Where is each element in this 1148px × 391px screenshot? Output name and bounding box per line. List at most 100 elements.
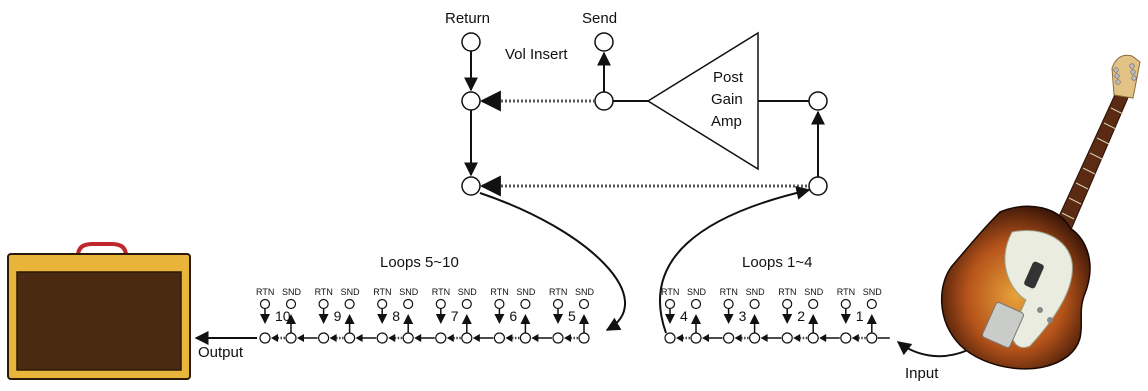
curve-to-loop5 xyxy=(479,192,627,331)
loop-2-send-jack[interactable] xyxy=(808,298,819,310)
loop-5-send-node xyxy=(578,332,590,344)
loop-10-bypass-arrow xyxy=(271,334,278,342)
loop-1-snd-label: SND xyxy=(863,287,883,297)
loop-10-return-jack[interactable] xyxy=(259,298,271,310)
loop-3-send-node xyxy=(748,332,761,344)
loop-6-send-jack[interactable] xyxy=(520,298,531,310)
loops-1-4-label: Loops 1~4 xyxy=(742,254,812,271)
loop-9-send-arrow xyxy=(344,314,355,324)
insert-return-node xyxy=(461,91,481,111)
amplifier-icon xyxy=(7,242,191,380)
loop-10-send-jack[interactable] xyxy=(285,298,297,310)
loop-4-return-jack[interactable] xyxy=(664,298,676,310)
vol-insert-section: Return Send Vol Insert Post Gain Amp xyxy=(445,10,828,197)
loop-6-return-arrow xyxy=(494,314,505,324)
loop-4-link-arrow xyxy=(702,334,709,342)
loop-3-send-jack[interactable] xyxy=(749,298,760,310)
loop-3-return-jack[interactable] xyxy=(723,298,734,310)
return-label: Return xyxy=(445,10,490,27)
loop-1-send-jack[interactable] xyxy=(866,298,877,310)
loop-6-rtn-label: RTN xyxy=(490,287,508,297)
loop-7-return-node xyxy=(435,332,447,344)
loop-9-number: 9 xyxy=(334,308,342,324)
loop-2-rtn-label: RTN xyxy=(778,287,796,297)
loop-7-return-jack[interactable] xyxy=(435,298,446,310)
loop-5-snd-label: SND xyxy=(575,287,595,297)
loop-1-return-node xyxy=(840,332,852,344)
loop-5-bypass-arrow xyxy=(564,334,571,342)
loop-5-return-jack[interactable] xyxy=(552,298,564,310)
loop-2-send-node xyxy=(807,332,819,344)
loop-9-return-jack[interactable] xyxy=(318,298,329,310)
loop-9-send-jack[interactable] xyxy=(344,298,355,310)
input-curve-arrow xyxy=(896,341,969,358)
loop-7-rtn-label: RTN xyxy=(432,287,450,297)
insert-bottom-right-node xyxy=(808,176,828,196)
loop-1-return-jack[interactable] xyxy=(840,298,851,310)
loop-10-return-arrow xyxy=(260,314,270,324)
send-jack[interactable] xyxy=(594,32,614,52)
loop-3-bypass-arrow xyxy=(734,334,742,342)
loop-2-send-arrow xyxy=(808,314,819,324)
loop-9-link-arrow xyxy=(355,334,363,342)
vol-insert-label: Vol Insert xyxy=(505,46,568,63)
loop-5-return-node xyxy=(552,332,564,344)
loop-unit-6: RTN 6 SND xyxy=(490,287,552,344)
input-label: Input xyxy=(905,365,939,382)
loop-7-bypass-arrow xyxy=(446,334,454,342)
loop-10-number: 10 xyxy=(275,308,291,324)
loop-8-rtn-label: RTN xyxy=(373,287,391,297)
loop-7-send-arrow xyxy=(461,314,472,324)
loop-6-return-node xyxy=(493,332,505,344)
loop-3-return-arrow xyxy=(723,314,734,324)
loops-5-10-label: Loops 5~10 xyxy=(380,254,459,271)
loop-8-return-node xyxy=(376,332,388,344)
loop-5-rtn-label: RTN xyxy=(549,287,567,297)
loop-8-return-jack[interactable] xyxy=(377,298,388,310)
loop-4-return-arrow xyxy=(665,314,675,324)
loop-3-link-arrow xyxy=(760,334,768,342)
send-label: Send xyxy=(582,10,617,27)
loop-7-snd-label: SND xyxy=(458,287,478,297)
loop-10-link-arrow xyxy=(297,334,304,342)
loop-2-return-jack[interactable] xyxy=(782,298,793,310)
loop-6-link-arrow xyxy=(531,334,539,342)
loop-3-number: 3 xyxy=(739,308,747,324)
loop-4-number: 4 xyxy=(680,308,688,324)
loop-9-rtn-label: RTN xyxy=(315,287,333,297)
loop-9-send-node xyxy=(344,332,356,344)
loop-6-send-node xyxy=(519,332,532,344)
loop-1-bypass-arrow xyxy=(851,334,859,342)
loop-10-snd-label: SND xyxy=(282,287,302,297)
loop-9-return-arrow xyxy=(318,314,329,324)
amp-label-line3: Amp xyxy=(711,113,742,130)
amp-label-line1: Post xyxy=(713,69,744,86)
loop-7-send-jack[interactable] xyxy=(461,298,472,310)
amp-input-node xyxy=(808,91,828,111)
loop-6-bypass-arrow xyxy=(505,334,513,342)
loop-1-send-node xyxy=(866,332,878,344)
loop-8-send-jack[interactable] xyxy=(403,298,414,310)
loop-10-send-arrow xyxy=(286,314,296,324)
loop-5-send-jack[interactable] xyxy=(578,298,590,310)
loop-6-number: 6 xyxy=(509,308,517,324)
return-jack[interactable] xyxy=(461,32,481,52)
loop-4-rtn-label: RTN xyxy=(661,287,679,297)
insert-send-node xyxy=(594,91,614,111)
loop-6-return-jack[interactable] xyxy=(494,298,505,310)
loop-8-send-node xyxy=(402,332,414,344)
loop-4-send-jack[interactable] xyxy=(690,298,702,310)
loop-2-return-arrow xyxy=(782,314,793,324)
loop-7-send-node xyxy=(461,332,473,344)
loop-6-snd-label: SND xyxy=(516,287,536,297)
loop-1-send-arrow xyxy=(866,314,877,324)
loop-3-rtn-label: RTN xyxy=(720,287,738,297)
